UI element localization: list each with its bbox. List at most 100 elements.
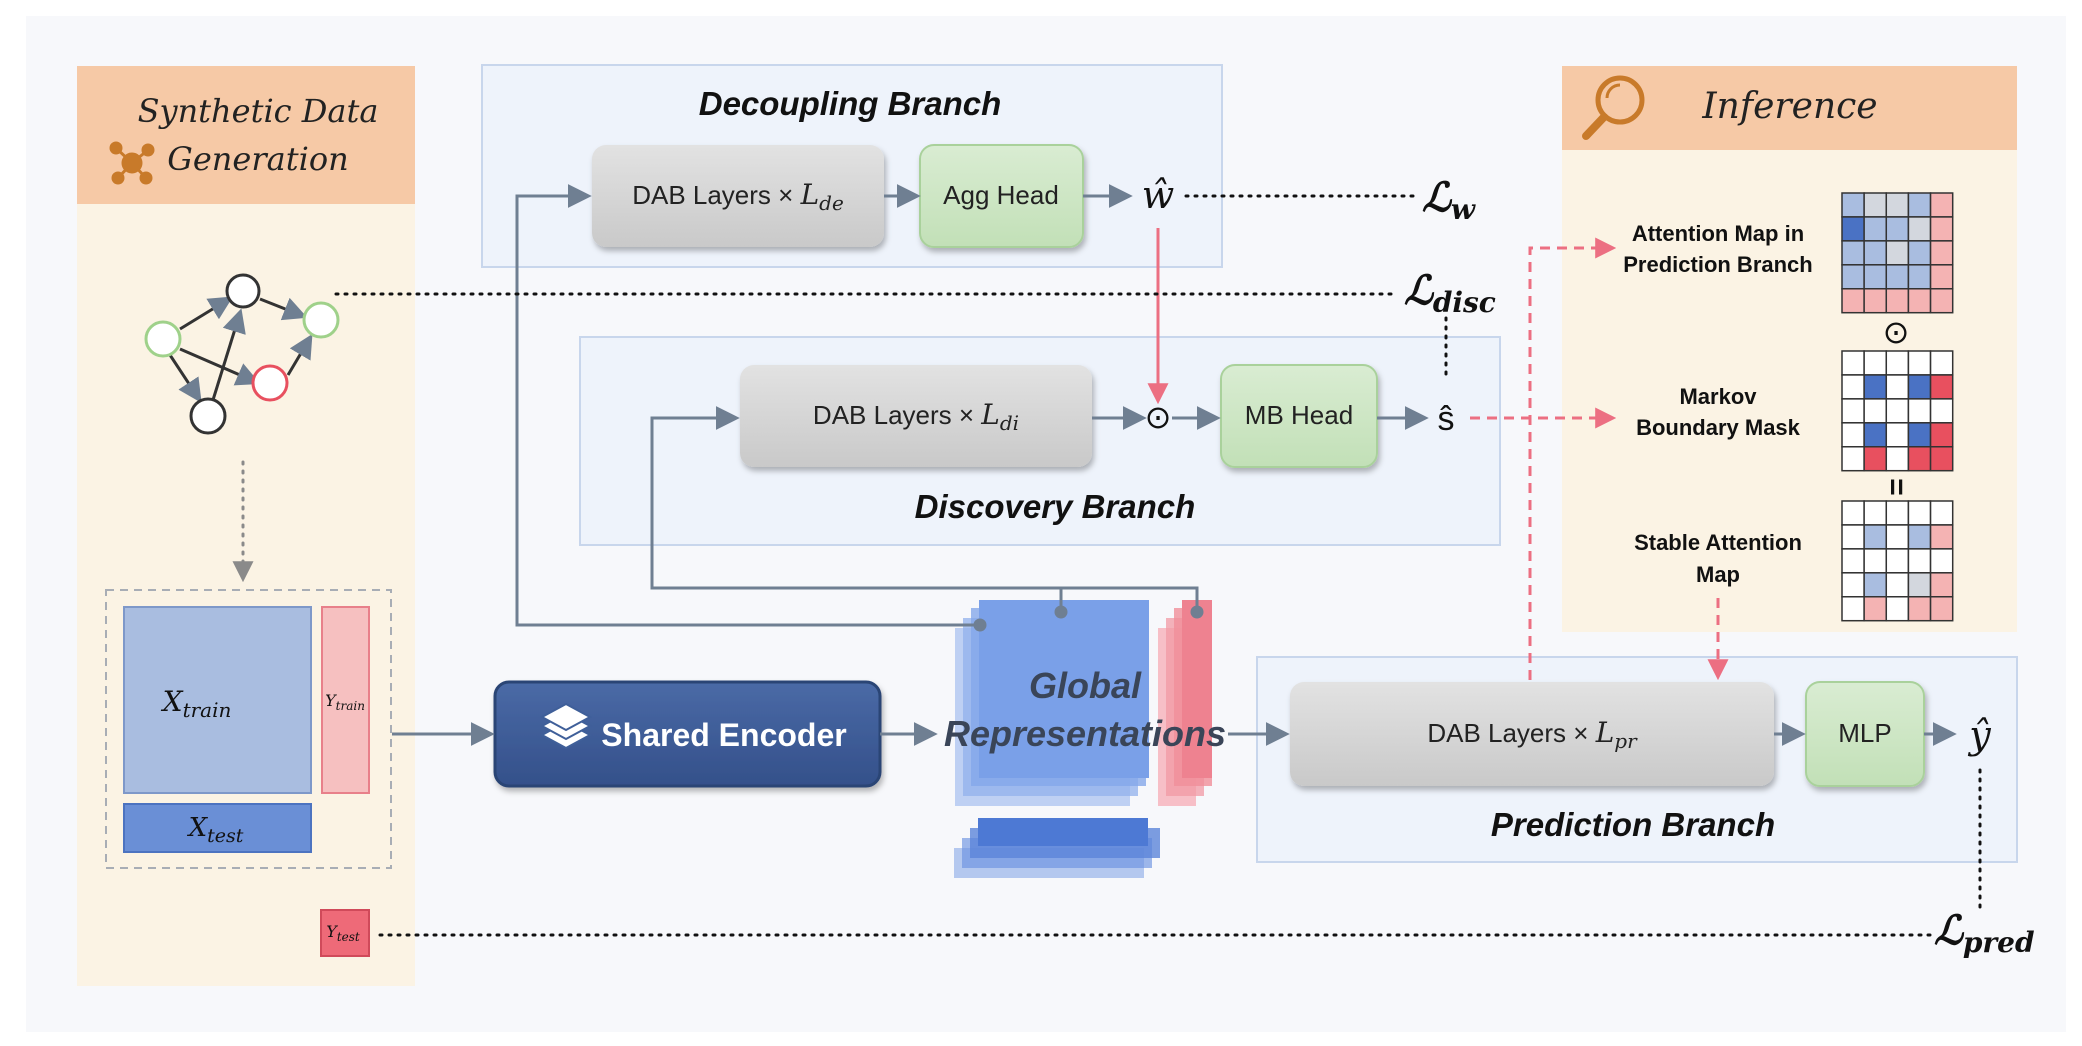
markov-matrix-cell [1841,398,1865,424]
attention-matrix-cell [1929,264,1954,290]
inference-title: Inference [1701,86,1877,127]
attention-matrix-cell [1929,216,1954,242]
attention-matrix-cell [1929,192,1954,218]
attention-matrix-cell [1907,288,1932,314]
global-representations-stack: Global Representations [944,600,1226,878]
attention-matrix-cell [1907,240,1932,266]
attention-matrix-cell [1907,216,1932,242]
attention-matrix-cell [1841,288,1865,314]
stable-matrix-cell [1929,596,1954,622]
y-train-label: Ytrain [325,691,365,713]
stable-matrix-cell [1863,572,1888,598]
discovery-dab-layers: DAB Layers × Ldi [740,365,1092,467]
attention-matrix-cell [1863,216,1888,242]
stable-matrix-cell [1929,500,1954,526]
stable-attention-matrix [1841,500,1954,622]
stable-matrix-cell [1863,524,1888,550]
synthetic-title-line1: Synthetic Data [138,92,379,130]
attention-matrix-cell [1907,264,1932,290]
attention-matrix-cell [1929,240,1954,266]
markov-matrix-cell [1863,422,1888,448]
inference-product-symbol: ⊙ [1883,314,1910,350]
agg-head: Agg Head [919,144,1084,248]
markov-matrix-cell [1929,398,1954,424]
loss-disc: ℒdisc [1404,267,1496,319]
prediction-dab-layers: DAB Layers × Lpr [1290,682,1774,786]
x-test-label: Xtest [187,813,244,847]
markov-matrix-cell [1841,350,1865,376]
svg-text:DAB Layers × Ldi: DAB Layers × Ldi [813,398,1019,435]
svg-text:DAB Layers × Lpr: DAB Layers × Lpr [1427,716,1638,753]
stable-matrix-cell [1885,572,1910,598]
global-rep-line1: Global [1029,665,1142,706]
x-train-label: Xtrain [161,685,232,722]
attention-matrix-cell [1841,240,1865,266]
markov-matrix-cell [1929,374,1954,400]
attention-map-label-line2: Prediction Branch [1623,252,1812,277]
global-rep-line2: Representations [944,713,1226,754]
x-test-block [123,803,312,853]
mlp-head: MLP [1805,681,1925,787]
stable-matrix-cell [1885,500,1910,526]
stable-matrix-cell [1841,548,1865,574]
attention-matrix-cell [1929,288,1954,314]
stable-matrix-cell [1885,524,1910,550]
prediction-branch-title: Prediction Branch [1491,806,1775,843]
discovery-branch-title: Discovery Branch [915,488,1196,525]
attention-matrix-cell [1885,240,1910,266]
y-hat-output: ŷ [1967,713,1991,757]
stable-matrix-cell [1863,596,1888,622]
stable-matrix-cell [1863,548,1888,574]
decoupling-branch-title: Decoupling Branch [699,85,1002,122]
svg-text:DAB Layers × Lde: DAB Layers × Lde [632,178,844,215]
stable-matrix-cell [1929,524,1954,550]
stable-matrix-cell [1907,572,1932,598]
y-test-block [320,909,370,957]
stable-matrix-cell [1885,596,1910,622]
svg-text:MB Head: MB Head [1245,400,1353,430]
markov-label-line1: Markov [1679,384,1757,409]
stable-matrix-cell [1863,500,1888,526]
attention-matrix-cell [1863,288,1888,314]
y-test-label: Ytest [326,922,360,944]
stable-matrix-cell [1907,596,1932,622]
attention-matrix-cell [1885,192,1910,218]
markov-matrix-cell [1841,446,1865,472]
markov-matrix-cell [1907,398,1932,424]
shared-encoder-label: Shared Encoder [601,717,846,753]
markov-matrix-cell [1841,374,1865,400]
w-hat-output: ŵ [1142,173,1175,217]
stable-matrix-cell [1929,548,1954,574]
markov-matrix-cell [1907,374,1932,400]
shared-encoder: Shared Encoder [493,680,882,788]
attention-matrix-cell [1885,288,1910,314]
stable-matrix-cell [1841,572,1865,598]
synthetic-title-line2: Generation [167,140,348,178]
markov-matrix-cell [1885,446,1910,472]
markov-matrix-cell [1863,446,1888,472]
x-train-block [123,606,312,794]
markov-matrix-cell [1885,350,1910,376]
loss-w: ℒw [1422,174,1476,226]
attention-matrix-cell [1885,264,1910,290]
attention-matrix-cell [1907,192,1932,218]
attention-matrix-cell [1841,264,1865,290]
stable-label-line1: Stable Attention [1634,530,1802,555]
loss-pred: ℒpred [1934,907,2035,959]
y-train-block [321,606,370,794]
elementwise-product-symbol: ⊙ [1145,399,1172,435]
svg-text:MLP: MLP [1838,718,1891,748]
markov-label-line2: Boundary Mask [1636,415,1801,440]
attention-matrix-cell [1841,192,1865,218]
attention-matrix-cell [1841,216,1865,242]
inference-arrows [1470,237,1729,681]
markov-matrix-cell [1907,422,1932,448]
markov-matrix-cell [1885,422,1910,448]
magnifier-icon [1582,75,1645,140]
markov-matrix-cell [1885,398,1910,424]
attention-matrix [1841,192,1954,314]
markov-matrix-cell [1863,374,1888,400]
stable-matrix-cell [1841,596,1865,622]
network-icon [109,141,155,185]
